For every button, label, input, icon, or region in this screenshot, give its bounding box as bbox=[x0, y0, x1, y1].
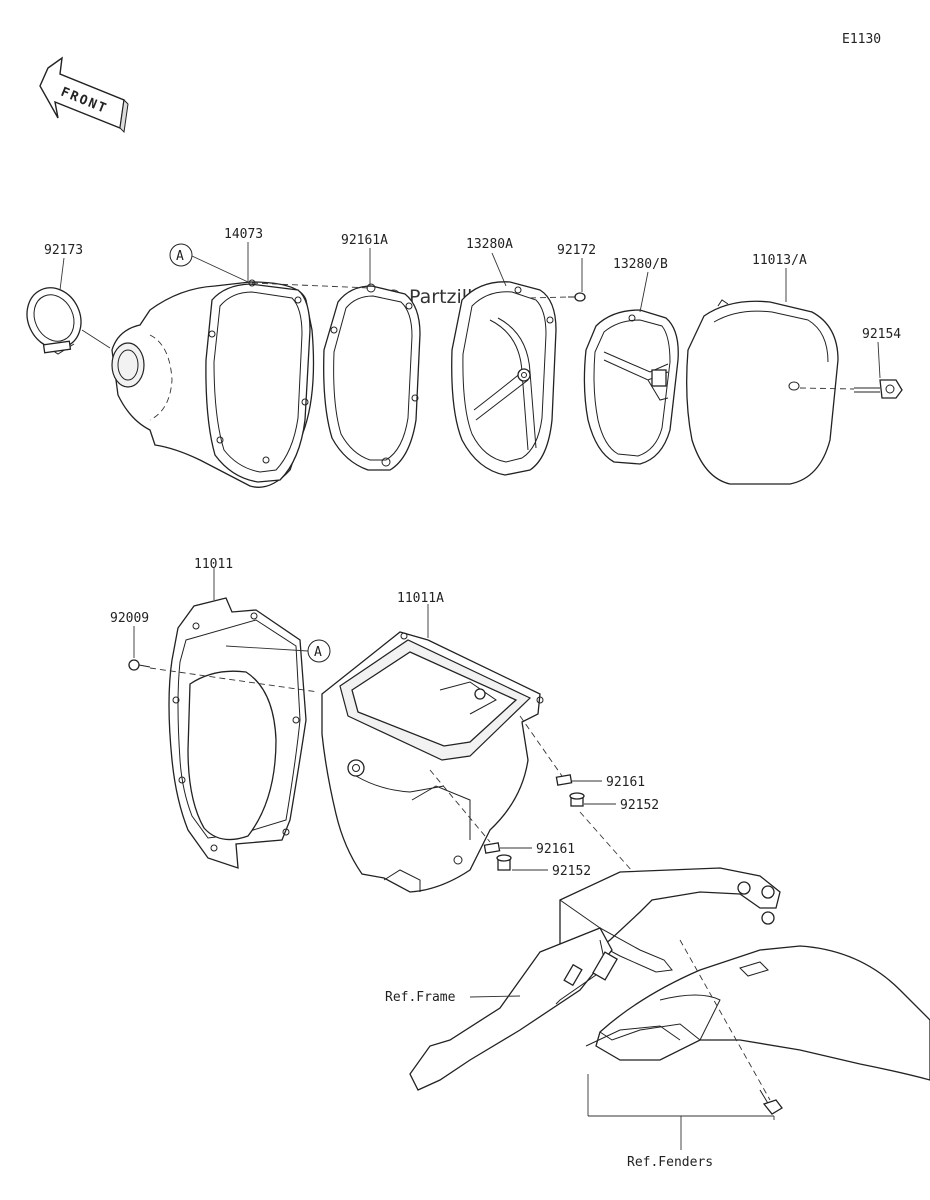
label-92161-upper: 92161 bbox=[606, 775, 645, 790]
filter-cage-13280a bbox=[451, 281, 557, 476]
label-14073: 14073 bbox=[224, 227, 263, 242]
clamp-92173 bbox=[26, 287, 82, 355]
label-13280a: 13280A bbox=[466, 237, 513, 252]
diagram-code: E1130 bbox=[842, 32, 881, 47]
ref-a-upper-line bbox=[191, 255, 249, 283]
screw-92172 bbox=[568, 292, 586, 302]
svg-text:A: A bbox=[176, 249, 184, 264]
leader-92154 bbox=[877, 341, 881, 379]
label-11011a: 11011A bbox=[397, 591, 444, 606]
air-filter-holder-14073 bbox=[111, 279, 315, 488]
assembly-line-92009 bbox=[149, 667, 319, 693]
label-11011: 11011 bbox=[194, 557, 233, 572]
grommet-92161-upper bbox=[555, 774, 573, 786]
assembly-line-screw bbox=[529, 296, 569, 299]
assembly-line-upper-collar bbox=[579, 811, 641, 881]
bolt-92154 bbox=[854, 379, 903, 399]
label-92173: 92173 bbox=[44, 243, 83, 258]
assembly-line-bolt bbox=[799, 387, 855, 390]
ref-marker-a-lower: A bbox=[307, 639, 331, 663]
collar-92152-lower bbox=[496, 854, 512, 871]
label-92172: 92172 bbox=[557, 243, 596, 258]
air-filter-element-11013a bbox=[686, 299, 839, 485]
filter-frame-13280b bbox=[583, 309, 679, 465]
leader-92173-fit bbox=[81, 329, 111, 349]
grommet-92161-lower bbox=[483, 842, 501, 854]
label-92152-upper: 92152 bbox=[620, 798, 659, 813]
leader-13280b bbox=[639, 271, 649, 313]
assembly-line-upper-grommet bbox=[519, 715, 563, 777]
assembly-line-fender-bolt bbox=[679, 939, 771, 1101]
collar-92152-upper bbox=[569, 792, 585, 807]
frame-reference bbox=[409, 867, 781, 1091]
leader-ref-frame bbox=[469, 995, 521, 998]
side-cover-11011 bbox=[168, 597, 307, 869]
ref-a-lower-line bbox=[225, 645, 309, 652]
ref-marker-a-upper: A bbox=[169, 243, 193, 267]
leader-92173 bbox=[59, 257, 65, 291]
air-box-11011a bbox=[321, 631, 544, 893]
label-11013a: 11013/A bbox=[752, 253, 807, 268]
label-13280b: 13280/B bbox=[613, 257, 668, 272]
front-arrow-icon: FRONT bbox=[39, 56, 129, 134]
assembly-line-lower-grommet bbox=[429, 769, 491, 843]
leader-13280a bbox=[491, 252, 507, 287]
gasket-92161a bbox=[323, 283, 421, 471]
fenders-reference bbox=[585, 945, 930, 1081]
label-ref-frame: Ref.Frame bbox=[385, 990, 456, 1005]
label-92161-lower: 92161 bbox=[536, 842, 575, 857]
label-92009: 92009 bbox=[110, 611, 149, 626]
label-92152-lower: 92152 bbox=[552, 864, 591, 879]
fender-bolt bbox=[759, 1089, 783, 1115]
label-92161a: 92161A bbox=[341, 233, 388, 248]
svg-text:A: A bbox=[314, 645, 322, 660]
label-92154: 92154 bbox=[862, 327, 901, 342]
label-ref-fenders: Ref.Fenders bbox=[627, 1155, 713, 1170]
screw-92009 bbox=[128, 659, 151, 671]
